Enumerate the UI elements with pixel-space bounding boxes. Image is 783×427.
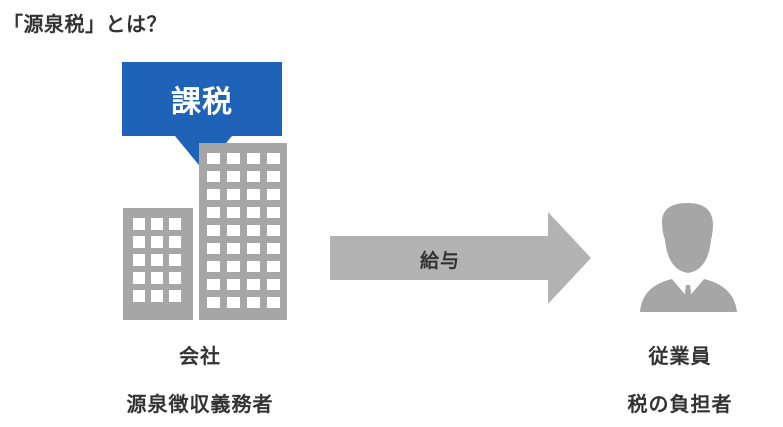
building-window — [247, 261, 260, 272]
building-window — [227, 153, 240, 164]
employee-name-label: 従業員 — [648, 344, 712, 368]
building-window — [227, 225, 240, 236]
building-window — [267, 207, 280, 218]
building-window — [267, 189, 280, 200]
building-window — [207, 279, 220, 290]
company-role-label: 源泉徴収義務者 — [126, 392, 274, 416]
businessman-person-icon — [640, 203, 737, 312]
building-window — [133, 218, 145, 230]
page-title: 「源泉税」とは？ — [3, 12, 167, 36]
building-window — [133, 254, 145, 266]
building-window — [267, 171, 280, 182]
building-window — [207, 153, 220, 164]
building-window — [227, 189, 240, 200]
building-window — [267, 153, 280, 164]
salary-arrow — [330, 212, 591, 304]
building-window — [207, 261, 220, 272]
building-window — [169, 290, 181, 302]
building-window — [151, 290, 163, 302]
building-window — [247, 225, 260, 236]
building-window — [267, 243, 280, 254]
office-building-icon — [123, 143, 287, 320]
building-window — [169, 236, 181, 248]
building-window — [267, 225, 280, 236]
building-window — [151, 272, 163, 284]
building-window — [247, 207, 260, 218]
salary-arrow-label: 給与 — [419, 250, 460, 272]
building-window — [169, 218, 181, 230]
employee-role-label: 税の負担者 — [627, 392, 733, 416]
building-window — [151, 254, 163, 266]
building-window — [247, 243, 260, 254]
building-window — [227, 261, 240, 272]
building-window — [207, 207, 220, 218]
building-window — [133, 290, 145, 302]
building-window — [227, 243, 240, 254]
building-window — [207, 297, 220, 308]
building-window — [267, 261, 280, 272]
building-window — [267, 279, 280, 290]
building-window — [227, 171, 240, 182]
building-window — [227, 279, 240, 290]
building-window — [247, 153, 260, 164]
building-window — [169, 272, 181, 284]
building-window — [133, 236, 145, 248]
building-window — [267, 297, 280, 308]
building-window — [227, 207, 240, 218]
building-window — [207, 243, 220, 254]
building-window — [247, 279, 260, 290]
building-window — [247, 171, 260, 182]
tax-badge: 課税 — [122, 62, 282, 136]
company-name-label: 会社 — [179, 344, 221, 368]
building-window — [227, 297, 240, 308]
building-window — [247, 297, 260, 308]
building-window — [151, 218, 163, 230]
building-window — [247, 189, 260, 200]
building-window — [207, 171, 220, 182]
building-window — [207, 225, 220, 236]
building-window — [133, 272, 145, 284]
building-window — [151, 236, 163, 248]
building-window — [207, 189, 220, 200]
building-window — [169, 254, 181, 266]
